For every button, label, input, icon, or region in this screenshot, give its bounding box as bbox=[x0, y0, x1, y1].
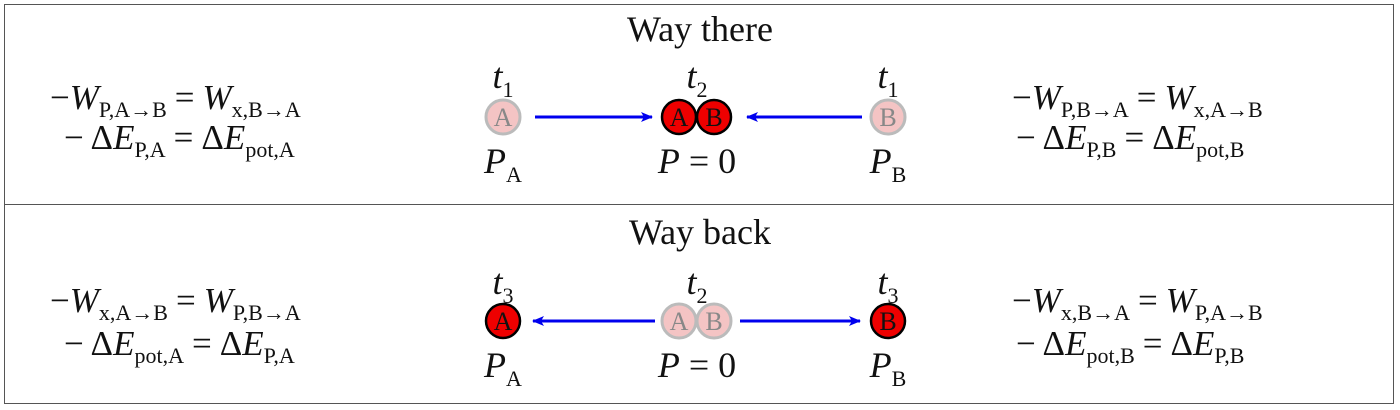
subscript: P,B bbox=[1086, 137, 1117, 162]
panel-title-way-back: Way back bbox=[628, 212, 772, 252]
particle: B bbox=[869, 98, 907, 136]
prefix: − bbox=[1012, 78, 1032, 117]
subscript: P,B→A bbox=[232, 300, 301, 325]
symbol: W bbox=[203, 281, 233, 320]
particle-label: B bbox=[879, 307, 896, 336]
subscript: x,A→B bbox=[1193, 97, 1263, 122]
prefix: − bbox=[1012, 281, 1032, 320]
equation: −Wx,B→A=WP,A→B bbox=[1012, 281, 1263, 324]
symbol: E bbox=[1193, 324, 1215, 363]
prefix: − Δ bbox=[1016, 118, 1066, 157]
panel-divider bbox=[4, 204, 1394, 205]
subscript: pot,A bbox=[245, 137, 295, 162]
symbol: W bbox=[69, 78, 99, 117]
equation: − ΔEpot,A=ΔEP,A bbox=[64, 324, 295, 367]
time-label: t2 bbox=[686, 262, 708, 308]
symbol: W bbox=[69, 281, 99, 320]
equals-sign: = bbox=[1142, 324, 1163, 363]
momentum-label: PA bbox=[484, 141, 522, 187]
symbol: W bbox=[1031, 281, 1061, 320]
time-label: t1 bbox=[877, 56, 899, 102]
equals-sign: = bbox=[174, 78, 195, 117]
prefix: − bbox=[50, 78, 70, 117]
equals-sign: = bbox=[1137, 281, 1158, 320]
symbol: E bbox=[1065, 118, 1087, 157]
particle-label: B bbox=[705, 103, 722, 132]
particle: A bbox=[484, 98, 522, 136]
equation: − ΔEP,A=ΔEpot,A bbox=[64, 118, 295, 161]
equals-sign: = bbox=[1136, 78, 1157, 117]
particle-label: A bbox=[494, 103, 513, 132]
panel-title-way-there: Way there bbox=[626, 9, 774, 49]
symbol: E bbox=[113, 118, 135, 157]
particle: B bbox=[869, 302, 907, 340]
equation: −WP,A→B=Wx,B→A bbox=[50, 78, 301, 121]
particle-label: A bbox=[670, 103, 689, 132]
particle-label: A bbox=[670, 307, 689, 336]
equals-sign: = bbox=[1124, 118, 1145, 157]
particle: B bbox=[695, 302, 733, 340]
momentum-label: P = 0 bbox=[657, 141, 737, 181]
particle-label: A bbox=[494, 307, 513, 336]
subscript: pot,B bbox=[1196, 137, 1245, 162]
time-label: t3 bbox=[492, 262, 514, 308]
particle-label: B bbox=[705, 307, 722, 336]
equation: − ΔEP,B=ΔEpot,B bbox=[1016, 118, 1244, 161]
symbol: W bbox=[1164, 78, 1194, 117]
momentum-label: PA bbox=[484, 345, 522, 391]
momentum-label: P = 0 bbox=[657, 345, 737, 385]
symbol: E bbox=[223, 118, 246, 157]
time-label: t2 bbox=[686, 56, 708, 102]
subscript: P,A→B bbox=[98, 97, 167, 122]
equation: − ΔEpot,B=ΔEP,B bbox=[1016, 324, 1244, 367]
symbol: E bbox=[242, 324, 264, 363]
prefix: Δ bbox=[219, 324, 243, 363]
equals-sign: = bbox=[175, 281, 196, 320]
prefix: − bbox=[50, 281, 70, 320]
equation: −Wx,A→B=WP,B→A bbox=[50, 281, 301, 324]
symbol: E bbox=[1065, 324, 1087, 363]
momentum-label: PB bbox=[869, 345, 907, 391]
subscript: x,A→B bbox=[98, 300, 168, 325]
prefix: Δ bbox=[201, 118, 224, 157]
symbol: W bbox=[1165, 281, 1195, 320]
symbol: E bbox=[113, 324, 135, 363]
time-label: t3 bbox=[877, 262, 899, 308]
prefix: Δ bbox=[1170, 324, 1194, 363]
prefix: − Δ bbox=[1016, 324, 1066, 363]
subscript: pot,A bbox=[134, 343, 184, 368]
subscript: P,B→A bbox=[1060, 97, 1129, 122]
subscript: P,B bbox=[1214, 343, 1245, 368]
subscript: x,B→A bbox=[1060, 300, 1130, 325]
subscript: P,A→B bbox=[1194, 300, 1263, 325]
equals-sign: = bbox=[173, 118, 194, 157]
particle: A bbox=[660, 98, 698, 136]
symbol: W bbox=[202, 78, 232, 117]
subscript: x,B→A bbox=[231, 97, 301, 122]
particle-label: B bbox=[879, 103, 896, 132]
prefix: − Δ bbox=[64, 324, 114, 363]
particle: B bbox=[695, 98, 733, 136]
subscript: P,A bbox=[134, 137, 166, 162]
prefix: − Δ bbox=[64, 118, 114, 157]
subscript: pot,B bbox=[1086, 343, 1135, 368]
particle: A bbox=[484, 302, 522, 340]
equals-sign: = bbox=[191, 324, 212, 363]
symbol: W bbox=[1031, 78, 1061, 117]
subscript: P,A bbox=[263, 343, 295, 368]
symbol: E bbox=[1174, 118, 1197, 157]
equation: −WP,B→A=Wx,A→B bbox=[1012, 78, 1263, 121]
particle: A bbox=[660, 302, 698, 340]
prefix: Δ bbox=[1152, 118, 1175, 157]
time-label: t1 bbox=[492, 56, 514, 102]
momentum-label: PB bbox=[869, 141, 907, 187]
